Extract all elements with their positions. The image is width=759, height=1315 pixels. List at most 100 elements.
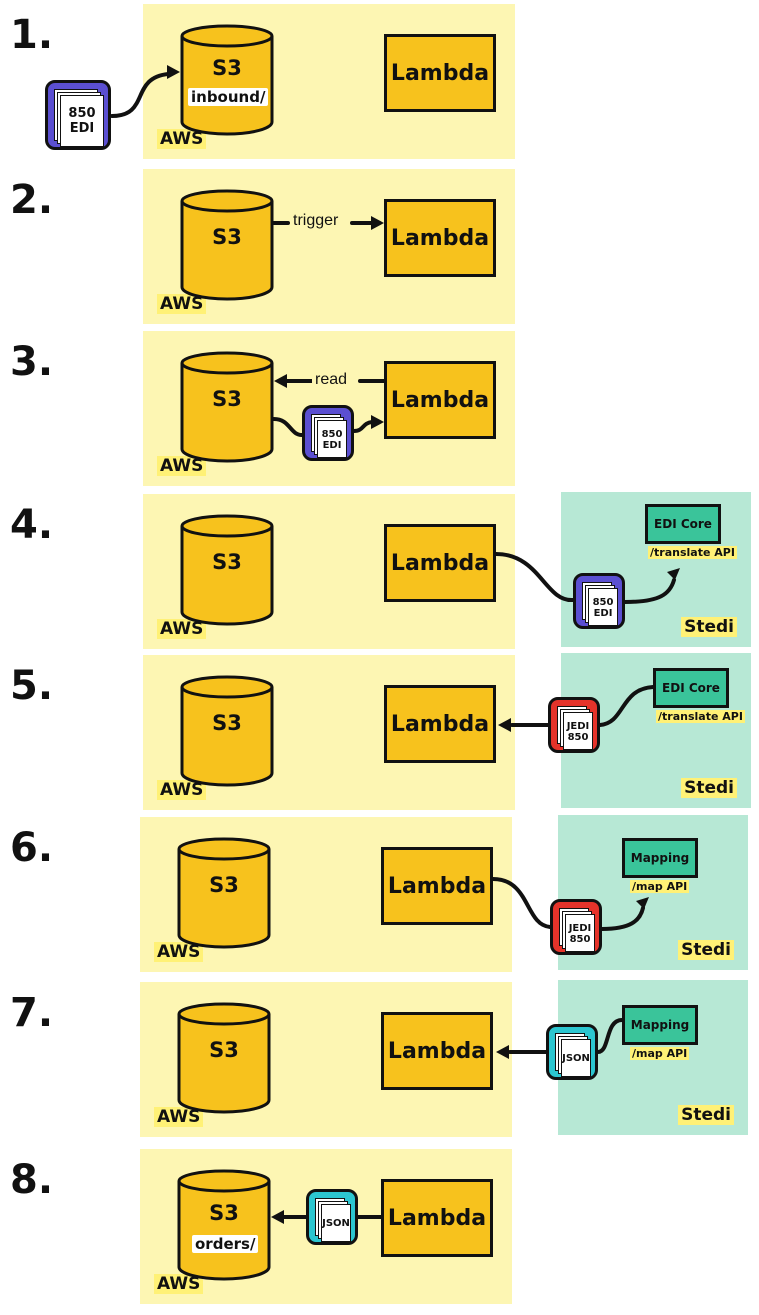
document-page — [563, 712, 593, 750]
lambda-box: Lambda — [381, 1012, 493, 1090]
s3-label: S3 — [212, 225, 242, 249]
document-label-line: JEDI — [568, 922, 592, 934]
document-stack-icon: JSON — [546, 1024, 598, 1080]
step-number: 6. — [10, 825, 54, 871]
document-page — [561, 1039, 591, 1077]
document-label-line: EDI — [322, 440, 342, 451]
edge-label: read — [312, 371, 351, 389]
s3-bucket-rim — [180, 351, 274, 375]
s3-bucket-icon — [180, 189, 274, 301]
s3-bucket-body — [177, 1181, 271, 1281]
lambda-box: Lambda — [381, 1179, 493, 1257]
s3-bucket-icon — [180, 351, 274, 463]
step-number: 7. — [10, 990, 54, 1036]
s3-bucket-icon — [180, 675, 274, 787]
step-number: 3. — [10, 339, 54, 385]
aws-label: AWS — [154, 1107, 204, 1127]
aws-label: AWS — [154, 1274, 204, 1294]
document-label-line: 850 — [68, 106, 96, 122]
lambda-box: Lambda — [381, 847, 493, 925]
stedi-label: Stedi — [681, 778, 737, 798]
s3-label: S3 — [209, 1038, 239, 1062]
step-number: 2. — [10, 177, 54, 223]
s3-bucket-icon — [180, 514, 274, 626]
s3-bucket-body — [180, 201, 274, 301]
step-number: 1. — [10, 12, 54, 58]
document-page — [317, 420, 347, 458]
document-label-line: JSON — [562, 1053, 590, 1065]
s3-bucket-icon — [180, 24, 274, 136]
api-label: /translate API — [656, 710, 745, 723]
document-label-line: JSON — [322, 1218, 350, 1230]
aws-label: AWS — [157, 129, 207, 149]
s3-path-label: orders/ — [192, 1235, 259, 1253]
document-label-line: EDI — [593, 608, 613, 619]
aws-label: AWS — [157, 456, 207, 476]
step-number: 8. — [10, 1157, 54, 1203]
stedi-label: Stedi — [681, 617, 737, 637]
document-label: JSON — [321, 1218, 351, 1230]
document-label-line: EDI — [69, 120, 95, 136]
stedi-service-box: Mapping — [622, 838, 698, 878]
lambda-box: Lambda — [384, 199, 496, 277]
api-label: /map API — [630, 1047, 690, 1060]
s3-label: S3 — [209, 1201, 239, 1225]
s3-bucket-body — [180, 687, 274, 787]
s3-label: S3 — [212, 550, 242, 574]
document-page — [565, 914, 595, 952]
stedi-service-box: Mapping — [622, 1005, 698, 1045]
aws-label: AWS — [157, 619, 207, 639]
api-label: /translate API — [648, 546, 737, 559]
s3-path-label: inbound/ — [188, 88, 269, 106]
s3-bucket-icon — [177, 1002, 271, 1114]
lambda-box: Lambda — [384, 34, 496, 112]
lambda-box: Lambda — [384, 524, 496, 602]
document-label: JSON — [561, 1053, 591, 1065]
s3-bucket-rim — [180, 514, 274, 538]
s3-label: S3 — [209, 873, 239, 897]
edge-label: trigger — [290, 212, 342, 230]
s3-bucket-body — [180, 36, 274, 136]
s3-bucket-rim — [180, 189, 274, 213]
document-page — [588, 588, 618, 626]
s3-bucket-body — [180, 526, 274, 626]
s3-bucket-body — [177, 1014, 271, 1114]
aws-label: AWS — [157, 780, 207, 800]
s3-label: S3 — [212, 56, 242, 80]
s3-bucket-icon — [177, 837, 271, 949]
stedi-service-box: EDI Core — [645, 504, 721, 544]
document-page — [321, 1204, 351, 1242]
api-label: /map API — [630, 880, 690, 893]
s3-bucket-rim — [180, 24, 274, 48]
document-label-line: 850 — [567, 732, 589, 743]
s3-label: S3 — [212, 387, 242, 411]
s3-bucket-body — [177, 849, 271, 949]
document-label-line: 850 — [569, 934, 591, 945]
document-page — [60, 95, 104, 147]
document-stack-icon: JSON — [306, 1189, 358, 1245]
document-label-line: 850 — [321, 428, 343, 440]
lambda-box: Lambda — [384, 685, 496, 763]
stedi-label: Stedi — [678, 1105, 734, 1125]
s3-bucket-rim — [177, 837, 271, 861]
stedi-service-box: EDI Core — [653, 668, 729, 708]
s3-bucket-rim — [180, 675, 274, 699]
lambda-box: Lambda — [384, 361, 496, 439]
step-number: 5. — [10, 663, 54, 709]
